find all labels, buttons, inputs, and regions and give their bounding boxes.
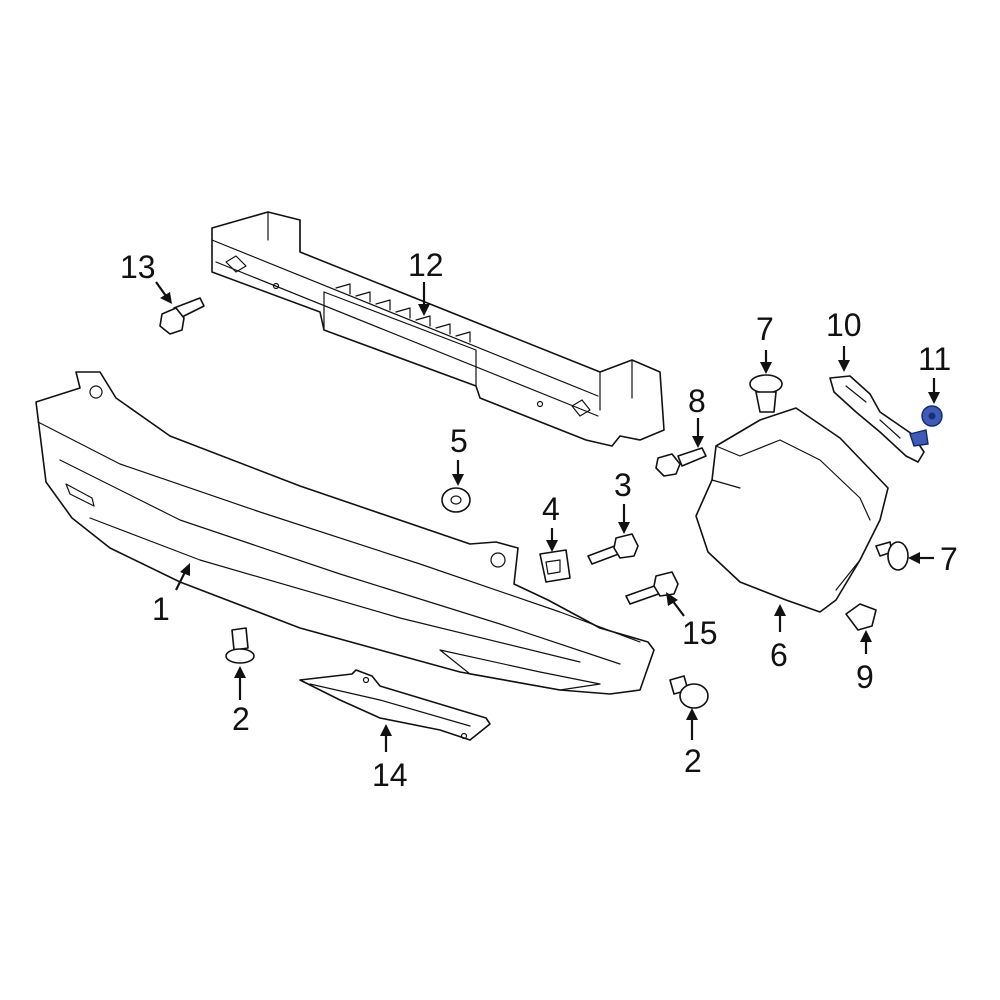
callout-labels: 1 2 2 3 4 5 6 7 7 8 9 10 11 12 13 14 15 [120, 247, 958, 793]
callout-1: 1 [152, 591, 170, 627]
callout-13: 13 [120, 249, 156, 285]
callout-10: 10 [826, 307, 862, 343]
callout-7-top: 7 [756, 311, 774, 347]
callout-14: 14 [372, 757, 408, 793]
callout-5: 5 [450, 423, 468, 459]
callout-3: 3 [614, 467, 632, 503]
bolt-3 [587, 533, 639, 565]
callout-2-right: 2 [684, 743, 702, 779]
callout-6: 6 [770, 637, 788, 673]
callout-7-right: 7 [940, 541, 958, 577]
callout-9: 9 [856, 659, 874, 695]
callout-12: 12 [408, 247, 444, 283]
callout-2-left: 2 [232, 701, 250, 737]
bolt-8 [655, 447, 707, 477]
reinforcement-beam [211, 211, 665, 447]
bolt-13 [159, 297, 205, 335]
push-clip-7-right [875, 541, 909, 571]
callout-8: 8 [688, 383, 706, 419]
callout-11: 11 [918, 341, 951, 377]
push-clip-7-top [749, 374, 783, 413]
highlighted-clip [909, 405, 943, 447]
clip-2-right [669, 675, 709, 709]
bolt-15 [625, 571, 679, 605]
guide-bracket [829, 375, 925, 463]
corner-bracket [695, 407, 889, 613]
washer-5 [441, 487, 471, 513]
lower-garnish [299, 669, 491, 741]
bumper-cover [35, 371, 655, 695]
clip-2-left [225, 627, 255, 664]
callout-15: 15 [682, 615, 718, 651]
leader-arrows [155, 281, 940, 752]
callout-4: 4 [542, 491, 560, 527]
clip-9 [845, 603, 877, 631]
clip-nut-4 [539, 549, 571, 583]
